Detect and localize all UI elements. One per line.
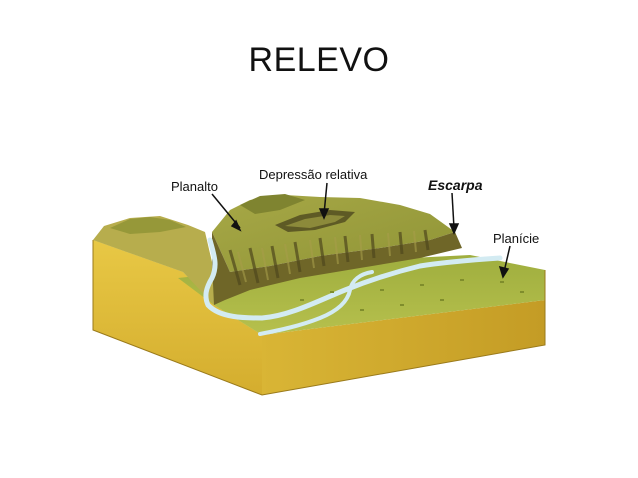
river-main <box>203 237 503 321</box>
escarpment-face <box>212 232 462 305</box>
label-planicie: Planície <box>493 231 539 246</box>
escarpment-ridges <box>228 229 430 286</box>
pointer-arrows <box>211 182 511 279</box>
left-plateau-top <box>93 216 214 305</box>
page-title: RELEVO <box>248 41 390 79</box>
block-front-face-main <box>93 240 262 395</box>
plateau-hill <box>240 194 305 214</box>
plain-texture <box>300 279 524 311</box>
escarpment-highlights <box>237 230 417 283</box>
label-planalto: Planalto <box>171 179 218 194</box>
depression-floor <box>285 215 345 228</box>
label-depressao: Depressão relativa <box>259 167 368 182</box>
river-tributary <box>258 270 374 336</box>
left-plateau-ridge <box>110 217 186 234</box>
block-right-face <box>262 300 545 395</box>
block-outline <box>92 240 546 396</box>
label-escarpa: Escarpa <box>428 177 483 193</box>
